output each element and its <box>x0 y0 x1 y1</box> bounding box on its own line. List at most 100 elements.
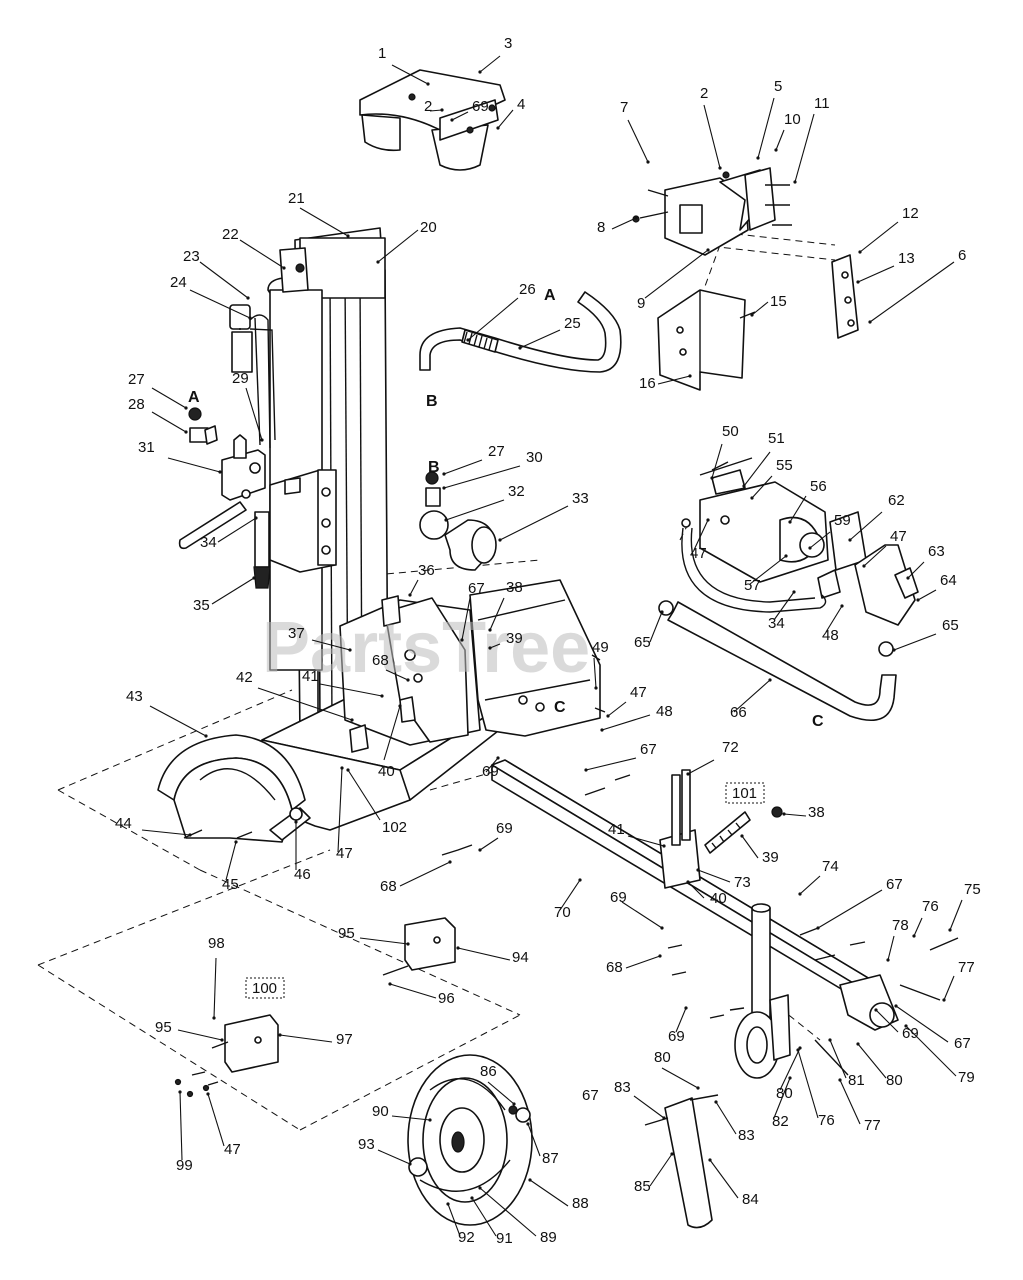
leader-arrowhead <box>750 496 754 500</box>
leader-arrowhead <box>662 1116 666 1120</box>
callout-number: 45 <box>222 876 239 893</box>
callout-number: 77 <box>958 959 975 976</box>
leader-arrowhead <box>788 1076 792 1080</box>
washer-38 <box>771 806 783 818</box>
leader-arrowhead <box>496 756 500 760</box>
leader-arrowhead <box>868 320 872 324</box>
callout-number: 67 <box>582 1087 599 1104</box>
light-bracket-94 <box>382 917 456 976</box>
leader-arrowhead <box>948 928 952 932</box>
callout-number: 96 <box>438 990 455 1007</box>
callout-number: 3 <box>504 35 512 52</box>
leader-line <box>743 451 771 487</box>
caster-wheel <box>734 994 791 1079</box>
leader-arrowhead <box>380 694 384 698</box>
spring-39 <box>704 811 751 854</box>
callout-number: 102 <box>382 819 407 836</box>
callout-number: 95 <box>338 925 355 942</box>
drain-plug-35 <box>253 511 271 589</box>
callout-number: 84 <box>742 1191 759 1208</box>
leader-line <box>487 1081 515 1105</box>
connector-label-a: A <box>188 389 200 406</box>
leader-line <box>217 517 257 543</box>
filter-assembly <box>419 471 497 571</box>
plate-right <box>831 254 859 339</box>
leader-arrowhead <box>696 868 700 872</box>
leader-line <box>709 1159 739 1199</box>
leader-arrowhead <box>792 590 796 594</box>
callout-number: 82 <box>772 1113 789 1130</box>
hydraulic-hose <box>419 291 622 373</box>
leader-arrowhead <box>206 1092 210 1096</box>
leader-line <box>825 605 843 633</box>
leader-line <box>797 1049 819 1119</box>
leader-arrowhead <box>798 892 802 896</box>
callout-number: 2 <box>424 98 432 115</box>
leader-line <box>151 411 187 433</box>
callout-number: 33 <box>572 490 589 507</box>
callout-number: 36 <box>418 562 435 579</box>
leader-arrowhead <box>496 126 500 130</box>
callout-number: 72 <box>722 739 739 756</box>
leader-line <box>779 1047 801 1091</box>
leader-arrowhead <box>252 576 256 580</box>
leader-arrowhead <box>246 296 250 300</box>
light-bracket-97 <box>211 1014 279 1073</box>
callout-number: 39 <box>506 630 523 647</box>
return-hose-24 <box>249 314 271 449</box>
leader-line <box>359 937 409 945</box>
leader-arrowhead <box>234 840 238 844</box>
leader-line <box>611 217 637 230</box>
callout-number: 15 <box>770 293 787 310</box>
callout-number: 69 <box>496 820 513 837</box>
leader-line <box>245 387 263 441</box>
callout-number: 30 <box>526 449 543 466</box>
leader-arrowhead <box>856 280 860 284</box>
callout-number: 8 <box>597 219 605 236</box>
leader-line <box>527 1123 541 1157</box>
callout-number: 57 <box>744 577 761 594</box>
callout-number: 10 <box>784 111 801 128</box>
callout-number: 81 <box>848 1072 865 1089</box>
callout-number: 67 <box>954 1035 971 1052</box>
leader-line <box>627 835 665 847</box>
leader-arrowhead <box>488 628 492 632</box>
leader-arrowhead <box>456 946 460 950</box>
leader-line <box>347 769 381 821</box>
leader-line <box>461 597 471 641</box>
leader-arrowhead <box>796 1048 800 1052</box>
leader-arrowhead <box>686 772 690 776</box>
callout-number: 31 <box>138 439 155 456</box>
fender-43 <box>157 734 306 843</box>
watermark: PartsTree TM <box>262 608 752 688</box>
leader-arrowhead <box>788 520 792 524</box>
connector-label-c: C <box>812 713 824 730</box>
callout-number: 34 <box>768 615 785 632</box>
callout-number: 88 <box>572 1195 589 1212</box>
leader-line <box>213 957 217 1019</box>
callout-number: 27 <box>488 443 505 460</box>
callout-number: 94 <box>512 949 529 966</box>
leader-line <box>279 1034 333 1043</box>
leader-arrowhead <box>684 1006 688 1010</box>
leader-arrowhead <box>446 1202 450 1206</box>
leader-arrowhead <box>426 82 430 86</box>
leader-arrowhead <box>460 638 464 642</box>
leader-arrowhead <box>838 1078 842 1082</box>
callout-number: 11 <box>814 95 830 112</box>
leader-line <box>749 555 787 585</box>
leader-line <box>479 837 499 851</box>
callout-number: 89 <box>540 1229 557 1246</box>
jack-post-74 <box>751 903 771 1029</box>
leader-arrowhead <box>578 878 582 882</box>
leader-arrowhead <box>942 998 946 1002</box>
leader-arrowhead <box>634 216 638 220</box>
leader-line <box>429 109 443 112</box>
callout-number: 24 <box>170 274 187 291</box>
leader-arrowhead <box>782 812 786 816</box>
callout-number: 100 <box>252 980 277 997</box>
leader-arrowhead <box>708 1158 712 1162</box>
leader-line <box>409 579 419 596</box>
leader-arrowhead <box>350 718 354 722</box>
